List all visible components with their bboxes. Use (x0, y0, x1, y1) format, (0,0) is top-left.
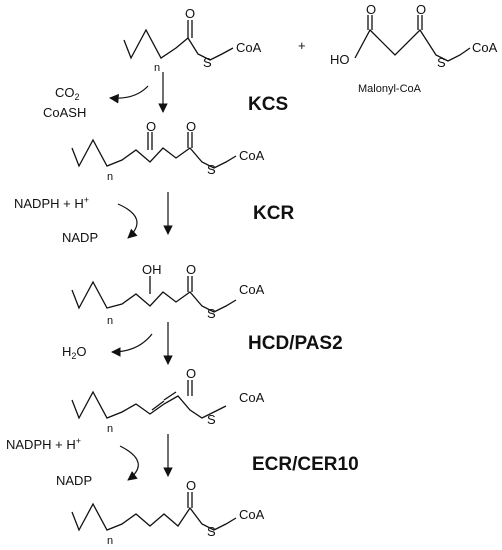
sulfur-label: S (207, 412, 216, 427)
oxygen-label: O (185, 6, 195, 21)
coa-label: CoA (239, 390, 265, 405)
sulfur-label: S (207, 306, 216, 321)
sulfur-label: S (207, 524, 216, 539)
repeat-n-label: n (107, 423, 113, 435)
coa-label: CoA (239, 282, 265, 297)
nadp-label: NADP (62, 230, 98, 245)
side-product-arrow (111, 333, 153, 357)
acyl-coa-structure: O S CoA n (123, 6, 262, 74)
coa-label: CoA (472, 40, 498, 55)
enoyl-coa-structure: O S CoA n (71, 366, 265, 435)
oxygen-label: O (186, 262, 196, 277)
nadph-label: NADPH + H+ (14, 195, 89, 211)
enzyme-kcs-label: KCS (248, 94, 288, 115)
hydroxyl-label: OH (142, 262, 162, 277)
oxygen-label: O (416, 2, 426, 17)
coa-label: CoA (239, 148, 265, 163)
coash-label: CoASH (43, 105, 86, 120)
enzyme-hcd-pas2-label: HCD/PAS2 (248, 333, 343, 354)
elongated-acyl-coa-structure: O S CoA n (71, 478, 265, 547)
plus-sign: + (298, 38, 306, 53)
oxygen-label: O (366, 2, 376, 17)
oxygen-label: O (186, 119, 196, 134)
nadph-label: NADPH + H+ (6, 436, 81, 452)
co2-label: CO2 (55, 85, 80, 102)
repeat-n-label: n (107, 535, 113, 547)
coa-label: CoA (236, 40, 262, 55)
oxygen-label: O (186, 366, 196, 381)
malonyl-coa-caption: Malonyl-CoA (358, 83, 422, 95)
water-label: H2O (62, 344, 87, 361)
hydroxyacyl-coa-structure: OH O S CoA n (71, 262, 265, 327)
nadp-label: NADP (56, 473, 92, 488)
coa-label: CoA (239, 507, 265, 522)
cofactor-arrow (119, 445, 139, 481)
sulfur-label: S (207, 162, 216, 177)
hydroxyl-label: HO (330, 52, 350, 67)
sulfur-label: S (437, 55, 446, 70)
side-product-arrow (109, 85, 149, 104)
repeat-n-label: n (154, 62, 160, 74)
sulfur-label: S (203, 55, 212, 70)
repeat-n-label: n (107, 171, 113, 183)
repeat-n-label: n (107, 315, 113, 327)
enzyme-kcr-label: KCR (253, 203, 294, 224)
enzyme-ecr-cer10-label: ECR/CER10 (252, 454, 359, 475)
oxygen-label: O (146, 119, 156, 134)
oxygen-label: O (186, 478, 196, 493)
ketoacyl-coa-structure: O O S CoA n (71, 119, 265, 183)
cofactor-arrow (117, 203, 138, 239)
malonyl-coa-structure: O O HO S CoA Malonyl-CoA (330, 2, 498, 95)
